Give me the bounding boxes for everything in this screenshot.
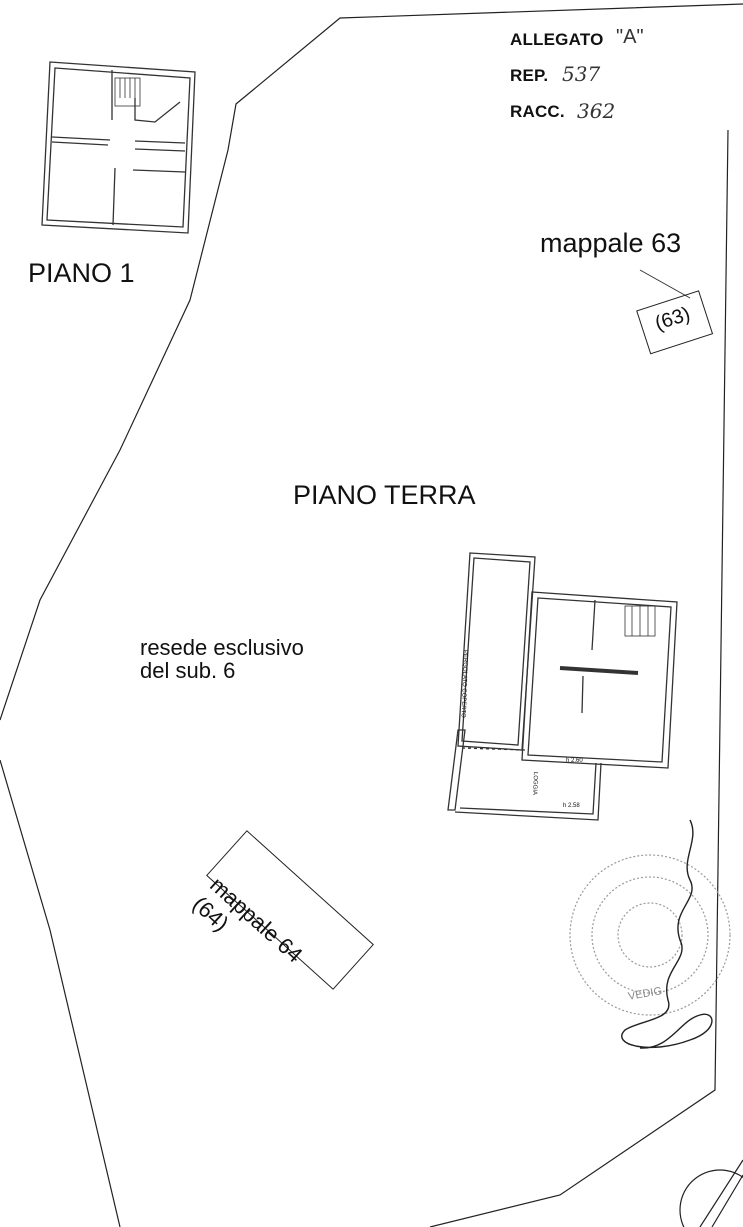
racc-label: RACC.	[510, 102, 565, 121]
piano-terra-label: PIANO TERRA	[293, 480, 476, 510]
floor-plan-piano-1	[41, 61, 196, 234]
height-258-label: h 2.58	[563, 803, 580, 809]
north-arrow-icon	[679, 1159, 743, 1227]
rep-label: REP.	[510, 66, 549, 85]
signature	[621, 819, 713, 1049]
mappale-63-leader	[639, 269, 691, 299]
resede-label-line1: resede esclusivo	[140, 635, 304, 660]
notary-stamp	[569, 854, 731, 1016]
rep-value: 537	[562, 62, 601, 86]
floor-plan-piano-terra	[447, 552, 678, 821]
piano-1-label: PIANO 1	[28, 258, 135, 288]
property-boundary-bottom	[0, 759, 121, 1227]
allegato-value: "A"	[616, 26, 644, 48]
racc-value: 362	[577, 99, 616, 123]
allegato-label: ALLEGATO	[510, 30, 604, 49]
mappale-63-box	[636, 290, 714, 355]
property-boundary	[0, 3, 743, 721]
resede-label-line2: del sub. 6	[140, 658, 236, 683]
height-260-label: h 2.60	[566, 758, 583, 764]
mappale-63-label: mappale 63	[540, 228, 682, 258]
property-boundary-right	[429, 129, 729, 1227]
loggia-label: LOGGIA	[531, 771, 538, 796]
mappale-64-box	[206, 830, 374, 990]
